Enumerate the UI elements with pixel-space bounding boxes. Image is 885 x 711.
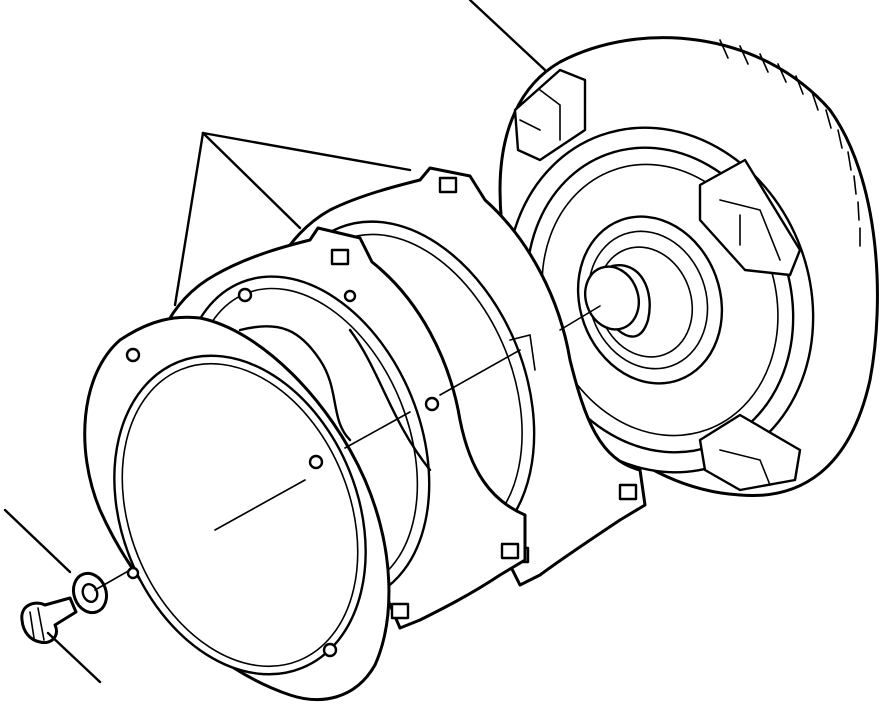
backing-ring bbox=[83, 315, 391, 702]
leader-lines bbox=[3, 0, 601, 684]
converter-lug bbox=[698, 158, 802, 277]
converter-lug bbox=[698, 413, 802, 492]
bolt bbox=[20, 596, 78, 645]
converter-lug bbox=[513, 68, 587, 162]
washer bbox=[71, 571, 109, 615]
torque-converter bbox=[498, 36, 879, 498]
converter-rim-slots bbox=[719, 39, 861, 247]
